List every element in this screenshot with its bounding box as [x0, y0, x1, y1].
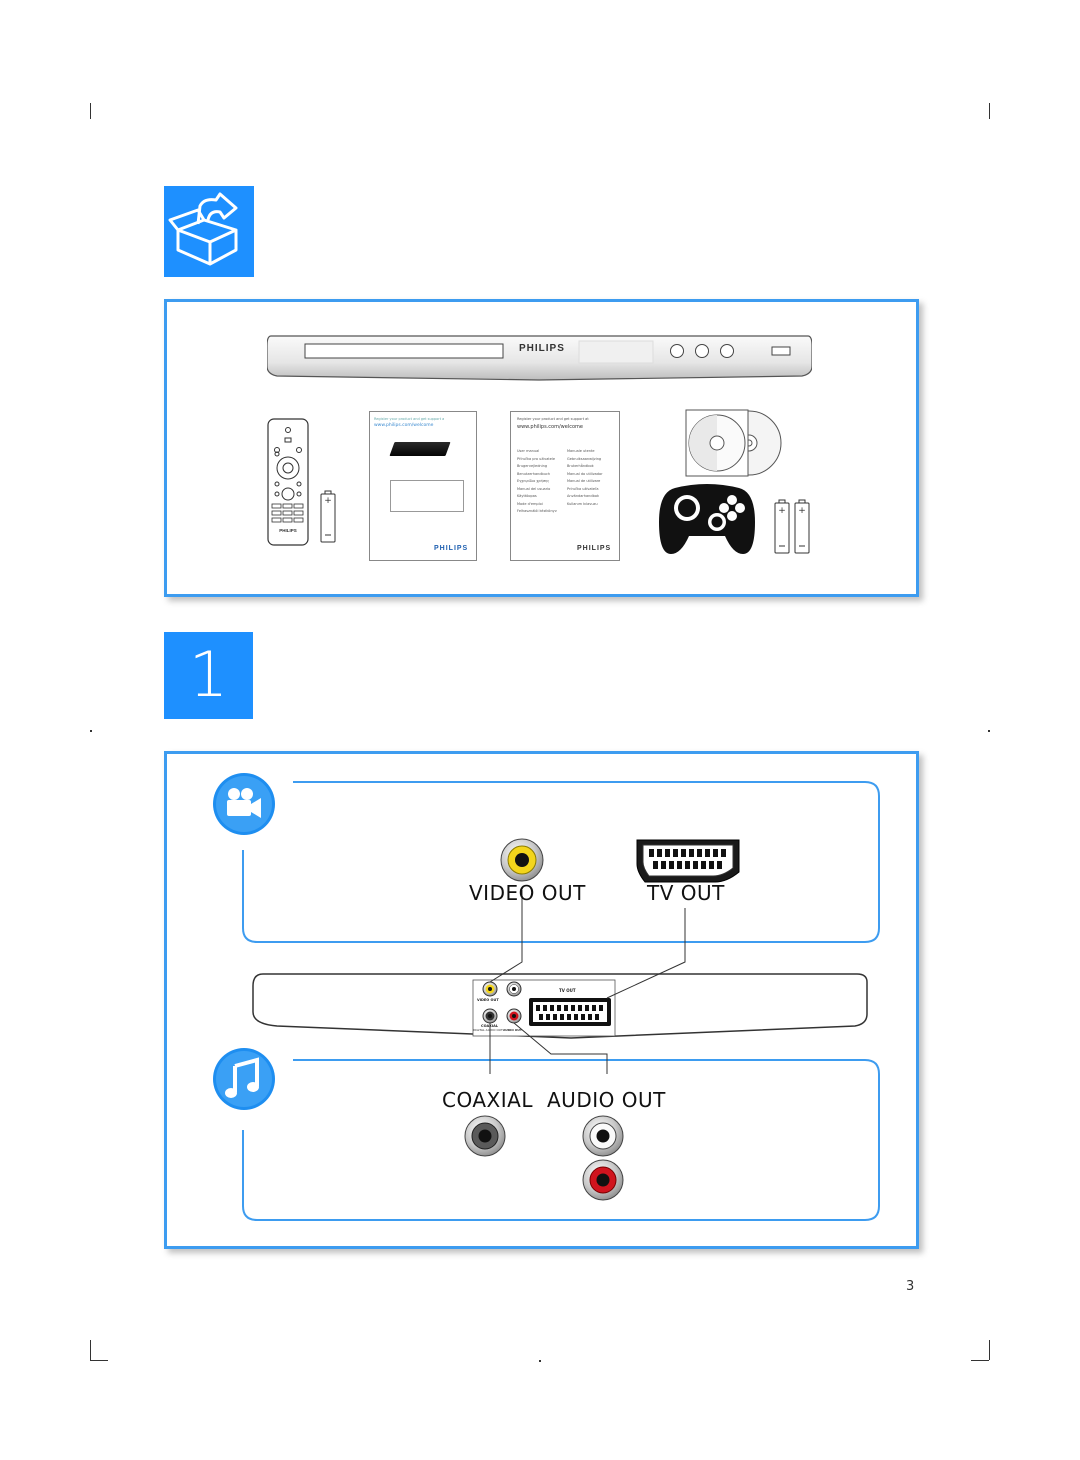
video-out-label: VIDEO OUT: [469, 881, 586, 905]
video-section-frame: [242, 781, 880, 943]
rear-video-jack: [482, 981, 498, 997]
crop-mark-bottom-right-v: [989, 1340, 990, 1360]
manual-philips-logo: PHILIPS: [577, 545, 612, 552]
usb-port: [771, 346, 791, 356]
manual-lang: Brugervejledning: [517, 464, 548, 468]
manual-lang: Käyttöopas: [517, 494, 537, 498]
dvd-player-front: [267, 335, 812, 381]
manual-lang-col-right: Manuale utente Gebruiksaanwijzing Bruker…: [567, 448, 615, 508]
manual-lang: Benutzerhandbuch: [517, 471, 551, 476]
box-contents-tile: [164, 186, 254, 277]
svg-text:+: +: [778, 506, 786, 516]
rear-audio-white-jack: [506, 981, 522, 997]
qsg-table: [390, 480, 464, 512]
box-contents-icon: [168, 192, 238, 266]
manual-lang: Εγχειρίδιο χρήσης: [517, 479, 550, 483]
crop-dot-right: [988, 730, 990, 732]
manual-lang: Manual de utilizare: [567, 479, 601, 483]
remote-control: PHILIPS: [267, 418, 309, 546]
crop-dot-left: [90, 730, 92, 732]
front-button-3: [720, 344, 734, 358]
remote-battery: +: [320, 490, 336, 543]
svg-text:PHILIPS: PHILIPS: [279, 528, 297, 533]
controller-batteries: + +: [774, 499, 810, 554]
rear-audio-red-jack: [506, 1008, 522, 1024]
manual-lang: Kullanım kılavuzu: [567, 501, 598, 506]
disc-in-sleeve: [685, 409, 782, 477]
manual-lang: Gebruiksaanwijzing: [567, 456, 602, 461]
audio-out-red-jack: [582, 1159, 624, 1201]
manual-lang: Příručka pro uživatele: [517, 456, 555, 461]
manual-lang: Mode d'emploi: [517, 501, 543, 506]
audio-section-frame: [242, 1059, 880, 1221]
coaxial-label: COAXIAL: [442, 1088, 533, 1112]
scart-connector: [636, 839, 740, 883]
rear-audio-out-label: AUDIO OUT: [503, 1028, 522, 1032]
line-tv-out: [606, 908, 686, 999]
audio-out-white-jack: [582, 1115, 624, 1157]
manual-lang: User manual: [517, 449, 540, 453]
step-number: 1: [188, 638, 229, 711]
step-number-tile: 1: [164, 632, 253, 719]
connection-diagram: [213, 773, 880, 1221]
qsg-product-photo: [389, 442, 451, 456]
rear-tv-out-label: TV OUT: [559, 988, 576, 993]
manual-lang: Manual do utilizador: [567, 471, 603, 476]
svg-text:+: +: [798, 506, 806, 516]
connection-lines: [489, 890, 686, 1074]
front-display: [578, 340, 654, 364]
front-button-2: [695, 344, 709, 358]
front-button-1: [670, 344, 684, 358]
page-number: 3: [906, 1279, 915, 1294]
line-video-out: [489, 890, 523, 983]
rear-video-out-label: VIDEO OUT: [477, 998, 499, 1002]
quick-start-guide: Register your product and get support at…: [369, 411, 477, 561]
manual-register-text: Register your product and get support at: [517, 417, 589, 421]
music-note-icon: [213, 1048, 275, 1110]
crop-mark-top-left: [90, 103, 91, 119]
manual-lang-col-left: User manual Příručka pro uživatele Bruge…: [517, 448, 565, 516]
crop-dot-bottom: [539, 1360, 541, 1362]
game-controller-icon: [659, 484, 755, 554]
coaxial-jack: [464, 1115, 506, 1157]
video-camera-icon: [213, 773, 275, 835]
dvd-brand-logo: PHILIPS: [519, 343, 565, 354]
qsg-url: www.philips.com/welcome: [374, 423, 434, 428]
rear-digital-label: DIGITAL AUDIO OUT: [473, 1028, 503, 1032]
manual-url: www.philips.com/welcome: [517, 424, 583, 430]
manual-lang: Manual del usuario: [517, 486, 551, 491]
line-audio-out: [513, 1022, 608, 1074]
manual-lang: Brukerhåndbok: [567, 464, 594, 468]
manual-lang: Manuale utente: [567, 449, 595, 453]
tv-out-label: TV OUT: [647, 881, 725, 905]
crop-mark-top-right: [989, 103, 990, 119]
manual-lang: Användarhandbok: [567, 494, 599, 498]
user-manual: Register your product and get support at…: [510, 411, 620, 561]
manual-lang: Príručka užívateľa: [567, 486, 599, 491]
video-out-jack: [500, 838, 544, 882]
box-contents-panel: PHILIPS PHILIPS + Register your product …: [164, 299, 919, 597]
crop-mark-bottom-right-h: [971, 1360, 989, 1361]
connections-panel: VIDEO OUT TV OUT COAXIAL AUDIO OUT TV OU…: [164, 751, 919, 1249]
audio-out-label: AUDIO OUT: [547, 1088, 666, 1112]
rear-scart: [529, 998, 611, 1026]
disc-tray-slot: [304, 343, 504, 359]
qsg-register-text: Register your product and get support at: [374, 417, 444, 421]
crop-mark-bottom-left-h: [90, 1360, 108, 1361]
qsg-philips-logo: PHILIPS: [434, 545, 469, 552]
rear-coaxial-label: COAXIAL: [481, 1024, 499, 1028]
crop-mark-bottom-left-v: [90, 1340, 91, 1360]
rear-coaxial-jack: [482, 1008, 498, 1024]
svg-text:+: +: [324, 496, 332, 506]
manual-lang: Felhasználói kézikönyv: [517, 509, 557, 513]
